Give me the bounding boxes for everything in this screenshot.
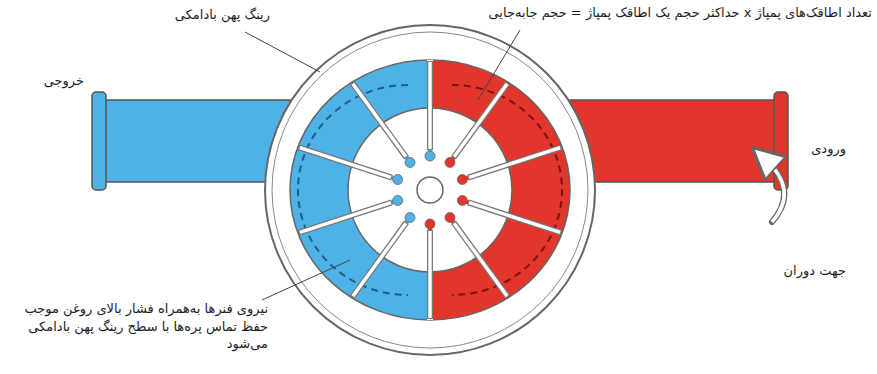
inlet-chamber xyxy=(430,60,570,320)
cam-ring-surface xyxy=(290,60,570,320)
pump-housing xyxy=(265,25,595,355)
leader-line xyxy=(478,30,520,100)
shaft xyxy=(417,177,443,203)
leader-line xyxy=(245,32,320,72)
outlet-label: خروجی xyxy=(44,72,84,90)
note-text: نیروی فنرها به‌همراه فشار بالای روغن موج… xyxy=(6,300,268,353)
outlet-chamber xyxy=(290,60,430,320)
inlet-label: ورودی xyxy=(811,140,846,158)
inlet-pipe xyxy=(570,92,788,190)
outlet-pipe xyxy=(92,92,290,190)
formula-note: تعداد اطاقک‌های پمپاژ x حداکثر حجم یک اط… xyxy=(488,4,872,22)
cam-ring-outer xyxy=(272,32,588,348)
leader-line xyxy=(262,260,350,300)
rotation-label: جهت دوران xyxy=(784,262,846,280)
rotation-arrow-fill xyxy=(764,158,784,222)
part-label: رینگ پهن بادامکی xyxy=(175,6,270,24)
vanes xyxy=(299,61,561,319)
rotation-arrow xyxy=(764,158,784,222)
